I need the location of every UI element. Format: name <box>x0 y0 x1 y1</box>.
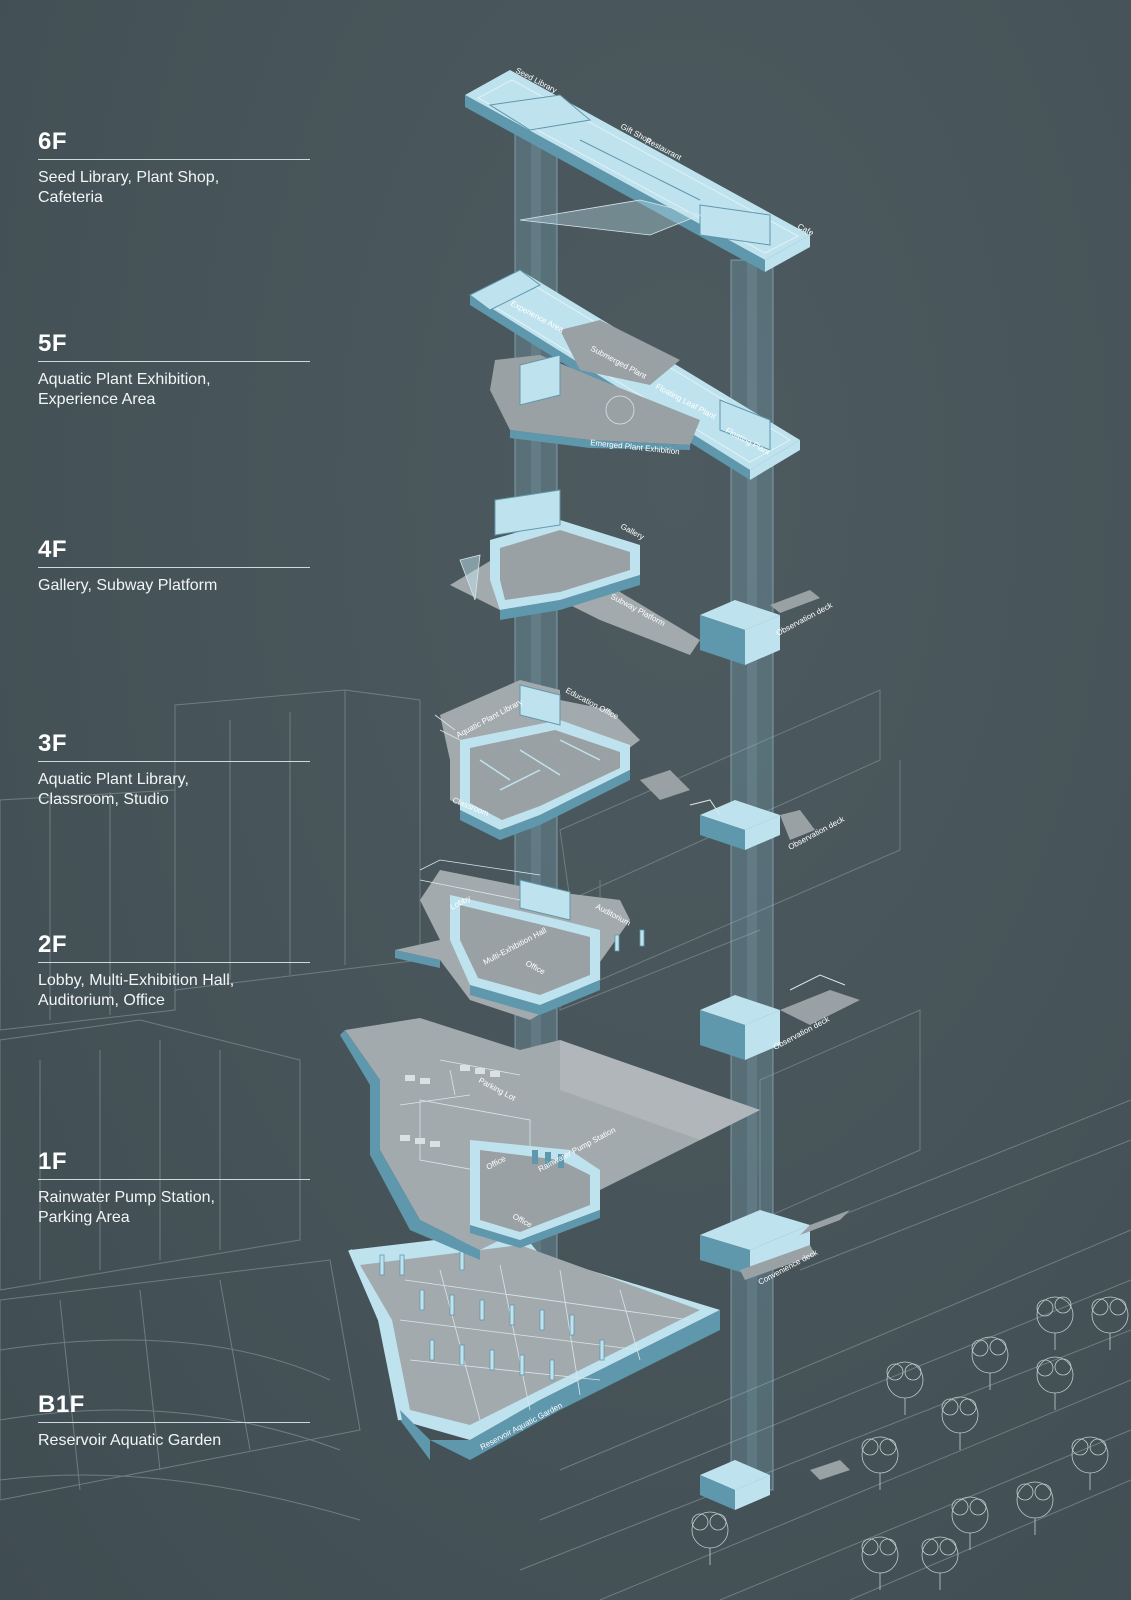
floor-description: Rainwater Pump Station, Parking Area <box>38 1189 215 1226</box>
floor-code: 3F <box>38 730 68 757</box>
divider <box>38 962 310 963</box>
floor-code: 1F <box>38 1148 68 1175</box>
floor-code: B1F <box>38 1391 85 1418</box>
floor-description: Seed Library, Plant Shop, Cafeteria <box>38 169 220 206</box>
trees <box>691 1296 1129 1590</box>
floor-description: Lobby, Multi-Exhibition Hall, Auditorium… <box>38 972 235 1009</box>
floor-1f <box>340 1018 760 1260</box>
ground-core <box>700 1460 850 1510</box>
tree-icon <box>861 1536 899 1590</box>
convenience-deck <box>700 1210 850 1280</box>
observation-deck-2f <box>700 974 860 1060</box>
floor-code: 6F <box>38 128 68 155</box>
floor-legend-1f: 1F Rainwater Pump Station, Parking Area <box>38 1148 310 1228</box>
floor-legend-3f: 3F Aquatic Plant Library, Classroom, Stu… <box>38 730 310 810</box>
core-right-inner <box>747 260 757 1490</box>
divider <box>38 1422 310 1423</box>
tree-icon <box>1071 1436 1109 1490</box>
floor-code: 4F <box>38 536 68 563</box>
tree-icon <box>861 1436 899 1490</box>
floor-6f <box>465 70 810 272</box>
tree-icon <box>1091 1296 1129 1350</box>
floor-description: Gallery, Subway Platform <box>38 577 218 594</box>
label-gallery: Gallery <box>619 522 646 542</box>
floor-description: Aquatic Plant Library, Classroom, Studio <box>38 771 189 808</box>
tree-icon <box>1036 1356 1074 1410</box>
divider <box>38 567 310 568</box>
floor-legend-6f: 6F Seed Library, Plant Shop, Cafeteria <box>38 128 310 208</box>
observation-deck-3f <box>640 770 815 850</box>
floor-code: 5F <box>38 330 68 357</box>
divider <box>38 361 310 362</box>
divider <box>38 159 310 160</box>
observation-deck-4f <box>700 590 820 665</box>
tree-icon <box>921 1536 959 1590</box>
floor-legend-b1f: B1F Reservoir Aquatic Garden <box>38 1391 310 1451</box>
floor-b1f <box>348 1230 720 1460</box>
floor-legend-4f: 4F Gallery, Subway Platform <box>38 536 310 596</box>
tree-icon <box>1016 1481 1054 1535</box>
floor-code: 2F <box>38 931 68 958</box>
tree-icon <box>691 1511 729 1565</box>
floor-legend-2f: 2F Lobby, Multi-Exhibition Hall, Auditor… <box>38 931 310 1011</box>
floor-legend-5f: 5F Aquatic Plant Exhibition, Experience … <box>38 330 310 410</box>
floor-description: Reservoir Aquatic Garden <box>38 1432 222 1449</box>
floor-5f <box>469 269 800 480</box>
context-buildings <box>0 689 1131 1600</box>
tree-icon <box>1036 1296 1074 1350</box>
floor-description: Aquatic Plant Exhibition, Experience Are… <box>38 371 211 408</box>
floor-3f <box>434 680 640 840</box>
tree-icon <box>951 1496 989 1550</box>
floor-4f <box>450 489 700 655</box>
tree-icon <box>971 1336 1009 1390</box>
divider <box>38 1179 310 1180</box>
divider <box>38 761 310 762</box>
floor-2f <box>395 859 645 1020</box>
tree-icon <box>886 1361 924 1415</box>
tree-icon <box>941 1396 979 1450</box>
